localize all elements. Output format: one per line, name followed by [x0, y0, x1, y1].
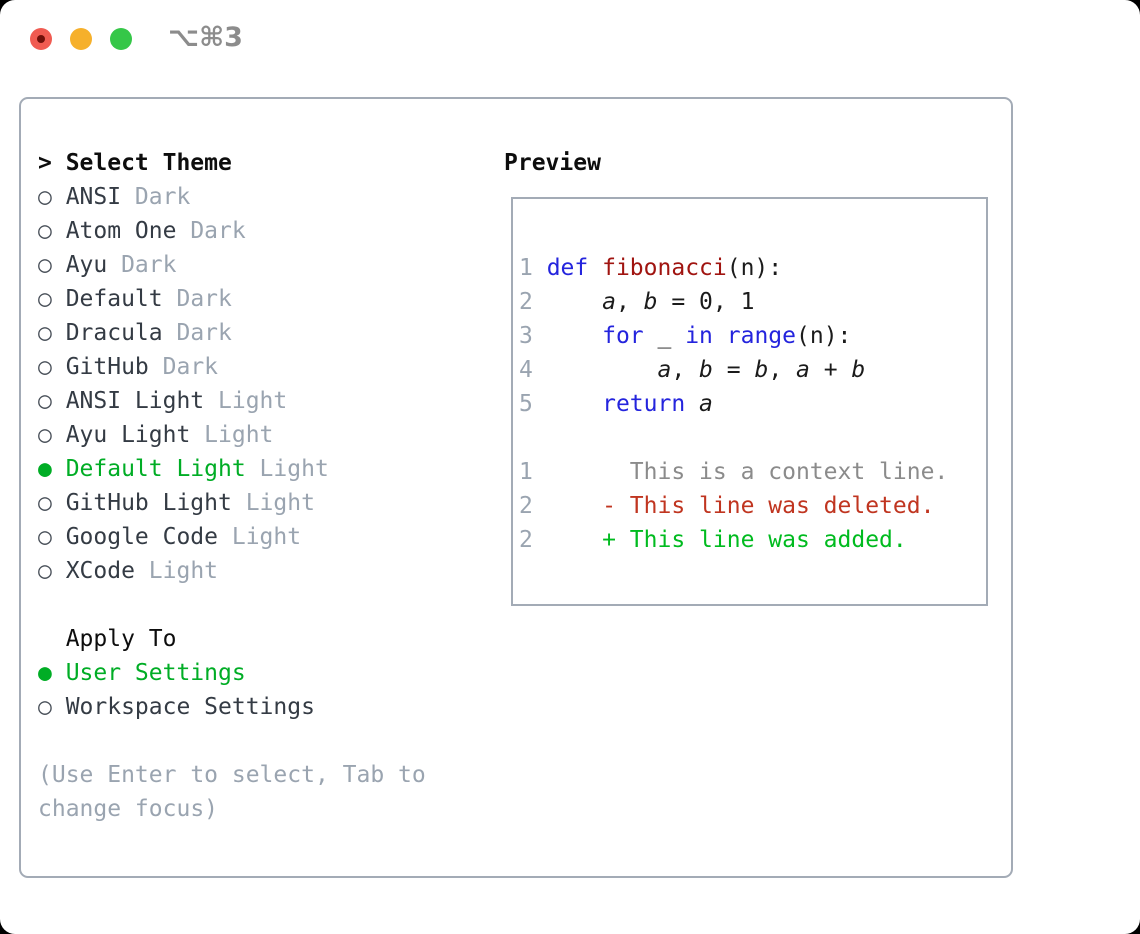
code-line: 4 a, b = b, a + b [519, 357, 866, 383]
apply-to-options: ●User Settings ○Workspace Settings [38, 656, 478, 724]
theme-list: ○ANSI Dark ○Atom One Dark ○Ayu Dark ○Defaul… [38, 180, 478, 588]
select-theme-header: > Select Theme [38, 146, 478, 180]
apply-to-title: Apply To [65, 626, 177, 652]
theme-picker-column: >Select Theme ○ANSI Dark○Atom One Dark○A… [38, 146, 478, 826]
code-line: 1 def fibonacci(n): [519, 255, 783, 281]
spacer [38, 724, 478, 758]
code-line: 3 for _ in range(n): [519, 323, 852, 349]
window-title-shortcut: ⌥⌘3 [168, 22, 243, 53]
close-dot-icon [37, 35, 45, 43]
theme-option[interactable]: ○GitHub Dark [38, 354, 219, 380]
code-line: 2 + This line was added. [519, 527, 907, 553]
select-theme-title: Select Theme [65, 150, 232, 176]
preview-column: Preview 1 def fibonacci(n): 2 a, b = 0, 1… [504, 146, 988, 606]
theme-option[interactable]: ○Ayu Dark [38, 252, 177, 278]
preview-code: 1 def fibonacci(n): 2 a, b = 0, 1 3 for _ … [519, 251, 986, 557]
apply-to-header: Apply To [38, 622, 478, 656]
spacer [38, 588, 478, 622]
theme-option[interactable]: ●Default Light Light [38, 456, 329, 482]
traffic-lights [30, 28, 132, 50]
code-line [519, 421, 986, 455]
theme-option[interactable]: ○Default Dark [38, 286, 232, 312]
theme-picker-panel: >Select Theme ○ANSI Dark○Atom One Dark○A… [19, 97, 1013, 878]
code-line: 2 a, b = 0, 1 [519, 289, 755, 315]
apply-to-option[interactable]: ●User Settings [38, 660, 246, 686]
theme-option[interactable]: ○ANSI Dark [38, 184, 191, 210]
minimize-button-icon[interactable] [70, 28, 92, 50]
theme-option[interactable]: ○Atom One Dark [38, 218, 246, 244]
prompt-caret-icon: > [38, 150, 52, 176]
hint-text: (Use Enter to select, Tab to change focu… [38, 762, 426, 822]
zoom-button-icon[interactable] [110, 28, 132, 50]
theme-option[interactable]: ○GitHub Light Light [38, 490, 315, 516]
preview-code-box: 1 def fibonacci(n): 2 a, b = 0, 1 3 for _ … [511, 197, 988, 606]
apply-to-option[interactable]: ○Workspace Settings [38, 694, 315, 720]
code-line: 5 return a [519, 391, 713, 417]
theme-option[interactable]: ○Google Code Light [38, 524, 302, 550]
preview-header: Preview [504, 150, 601, 176]
code-line: 1 This is a context line. [519, 459, 949, 485]
close-button-icon[interactable] [30, 28, 52, 50]
titlebar: ⌥⌘3 [0, 0, 1140, 78]
theme-option[interactable]: ○XCode Light [38, 558, 219, 584]
theme-option[interactable]: ○Dracula Dark [38, 320, 232, 346]
theme-option[interactable]: ○Ayu Light Light [38, 422, 274, 448]
code-line: 2 - This line was deleted. [519, 493, 935, 519]
theme-option[interactable]: ○ANSI Light Light [38, 388, 288, 414]
